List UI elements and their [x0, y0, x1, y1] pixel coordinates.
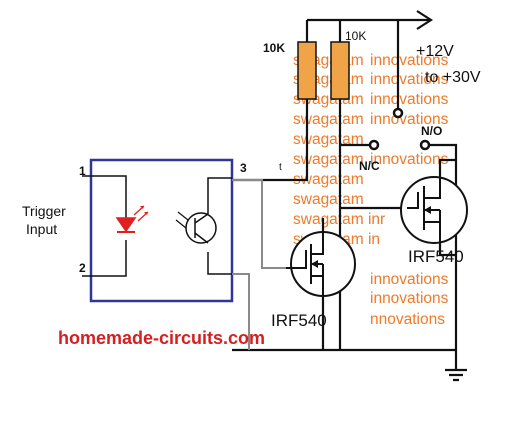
relay-nc-contact	[368, 139, 380, 151]
power-wiring	[232, 10, 467, 382]
mosfet-1-label: IRF540	[271, 311, 327, 330]
website-label: homemade-circuits.com	[58, 328, 265, 348]
optocoupler-box	[89, 158, 234, 303]
opto-to-ground-wire	[232, 273, 250, 350]
mosfet-2-symbol	[407, 176, 441, 244]
watermark-right-3: innovations	[370, 91, 449, 108]
mosfet-2-arrow	[424, 206, 431, 214]
supply-range-label: to +30V	[425, 69, 481, 86]
ground-symbol	[445, 368, 467, 382]
led-anode-wire	[82, 175, 127, 218]
watermark-right-6: innovations	[370, 151, 449, 168]
nc-label: N/C	[359, 159, 380, 173]
watermark-right-4: innovations	[370, 111, 449, 128]
resistor-r1	[297, 41, 317, 100]
pin-3-label: 3	[240, 161, 247, 175]
resistor-r2	[330, 41, 350, 100]
relay-pole-contact	[392, 107, 404, 119]
r1-label: 10K	[263, 41, 285, 55]
opto-to-gate1-wire	[232, 179, 286, 269]
relay-contacts	[368, 107, 431, 151]
trigger-label-line1: Trigger	[22, 203, 66, 219]
watermark-right-1: innovations	[370, 52, 449, 69]
collector-wire	[207, 177, 232, 214]
pin-1-label: 1	[79, 164, 86, 178]
trigger-label-line2: Input	[26, 221, 57, 237]
mosfet2-drain-source	[438, 158, 456, 257]
tick-mark: t	[279, 162, 282, 173]
led-cathode-wire	[82, 240, 127, 277]
signal-wiring	[232, 179, 286, 350]
relay-no-contact	[419, 139, 431, 151]
supply-voltage-label: +12V	[416, 43, 454, 60]
pin-2-label: 2	[79, 261, 86, 275]
mosfet-1-arrow	[311, 260, 318, 268]
mosfet-2-label: IRF540	[408, 247, 464, 266]
no-label: N/O	[421, 124, 442, 138]
watermark-left-7: swagatam	[293, 171, 364, 188]
phototransistor-symbol	[175, 211, 217, 244]
watermark-right-9: innovations	[370, 271, 449, 288]
watermark-right-2: innovations	[370, 71, 449, 88]
watermark-left-6: swagatam	[293, 151, 364, 168]
mosfet-1	[286, 231, 356, 297]
phototransistor-leads	[194, 213, 209, 244]
watermark-right-11: nnovations	[370, 311, 445, 328]
r2-label: 10K	[345, 29, 366, 43]
emitter-wire	[207, 252, 232, 275]
watermark-left-8: swagatam	[293, 191, 364, 208]
phototransistor-rays	[175, 211, 189, 229]
watermark-left-5: swagatam	[293, 131, 364, 148]
mosfet-2	[400, 176, 468, 244]
watermark-left-4: swagatam	[293, 111, 364, 128]
led-symbol	[115, 205, 149, 233]
no-wire	[428, 143, 458, 350]
led-ray-arrows	[140, 206, 148, 215]
supply-arrow	[416, 10, 434, 30]
watermark-right-10: innovations	[370, 290, 449, 307]
led-triangle	[115, 217, 137, 233]
optocoupler-internal-wiring	[82, 175, 232, 277]
